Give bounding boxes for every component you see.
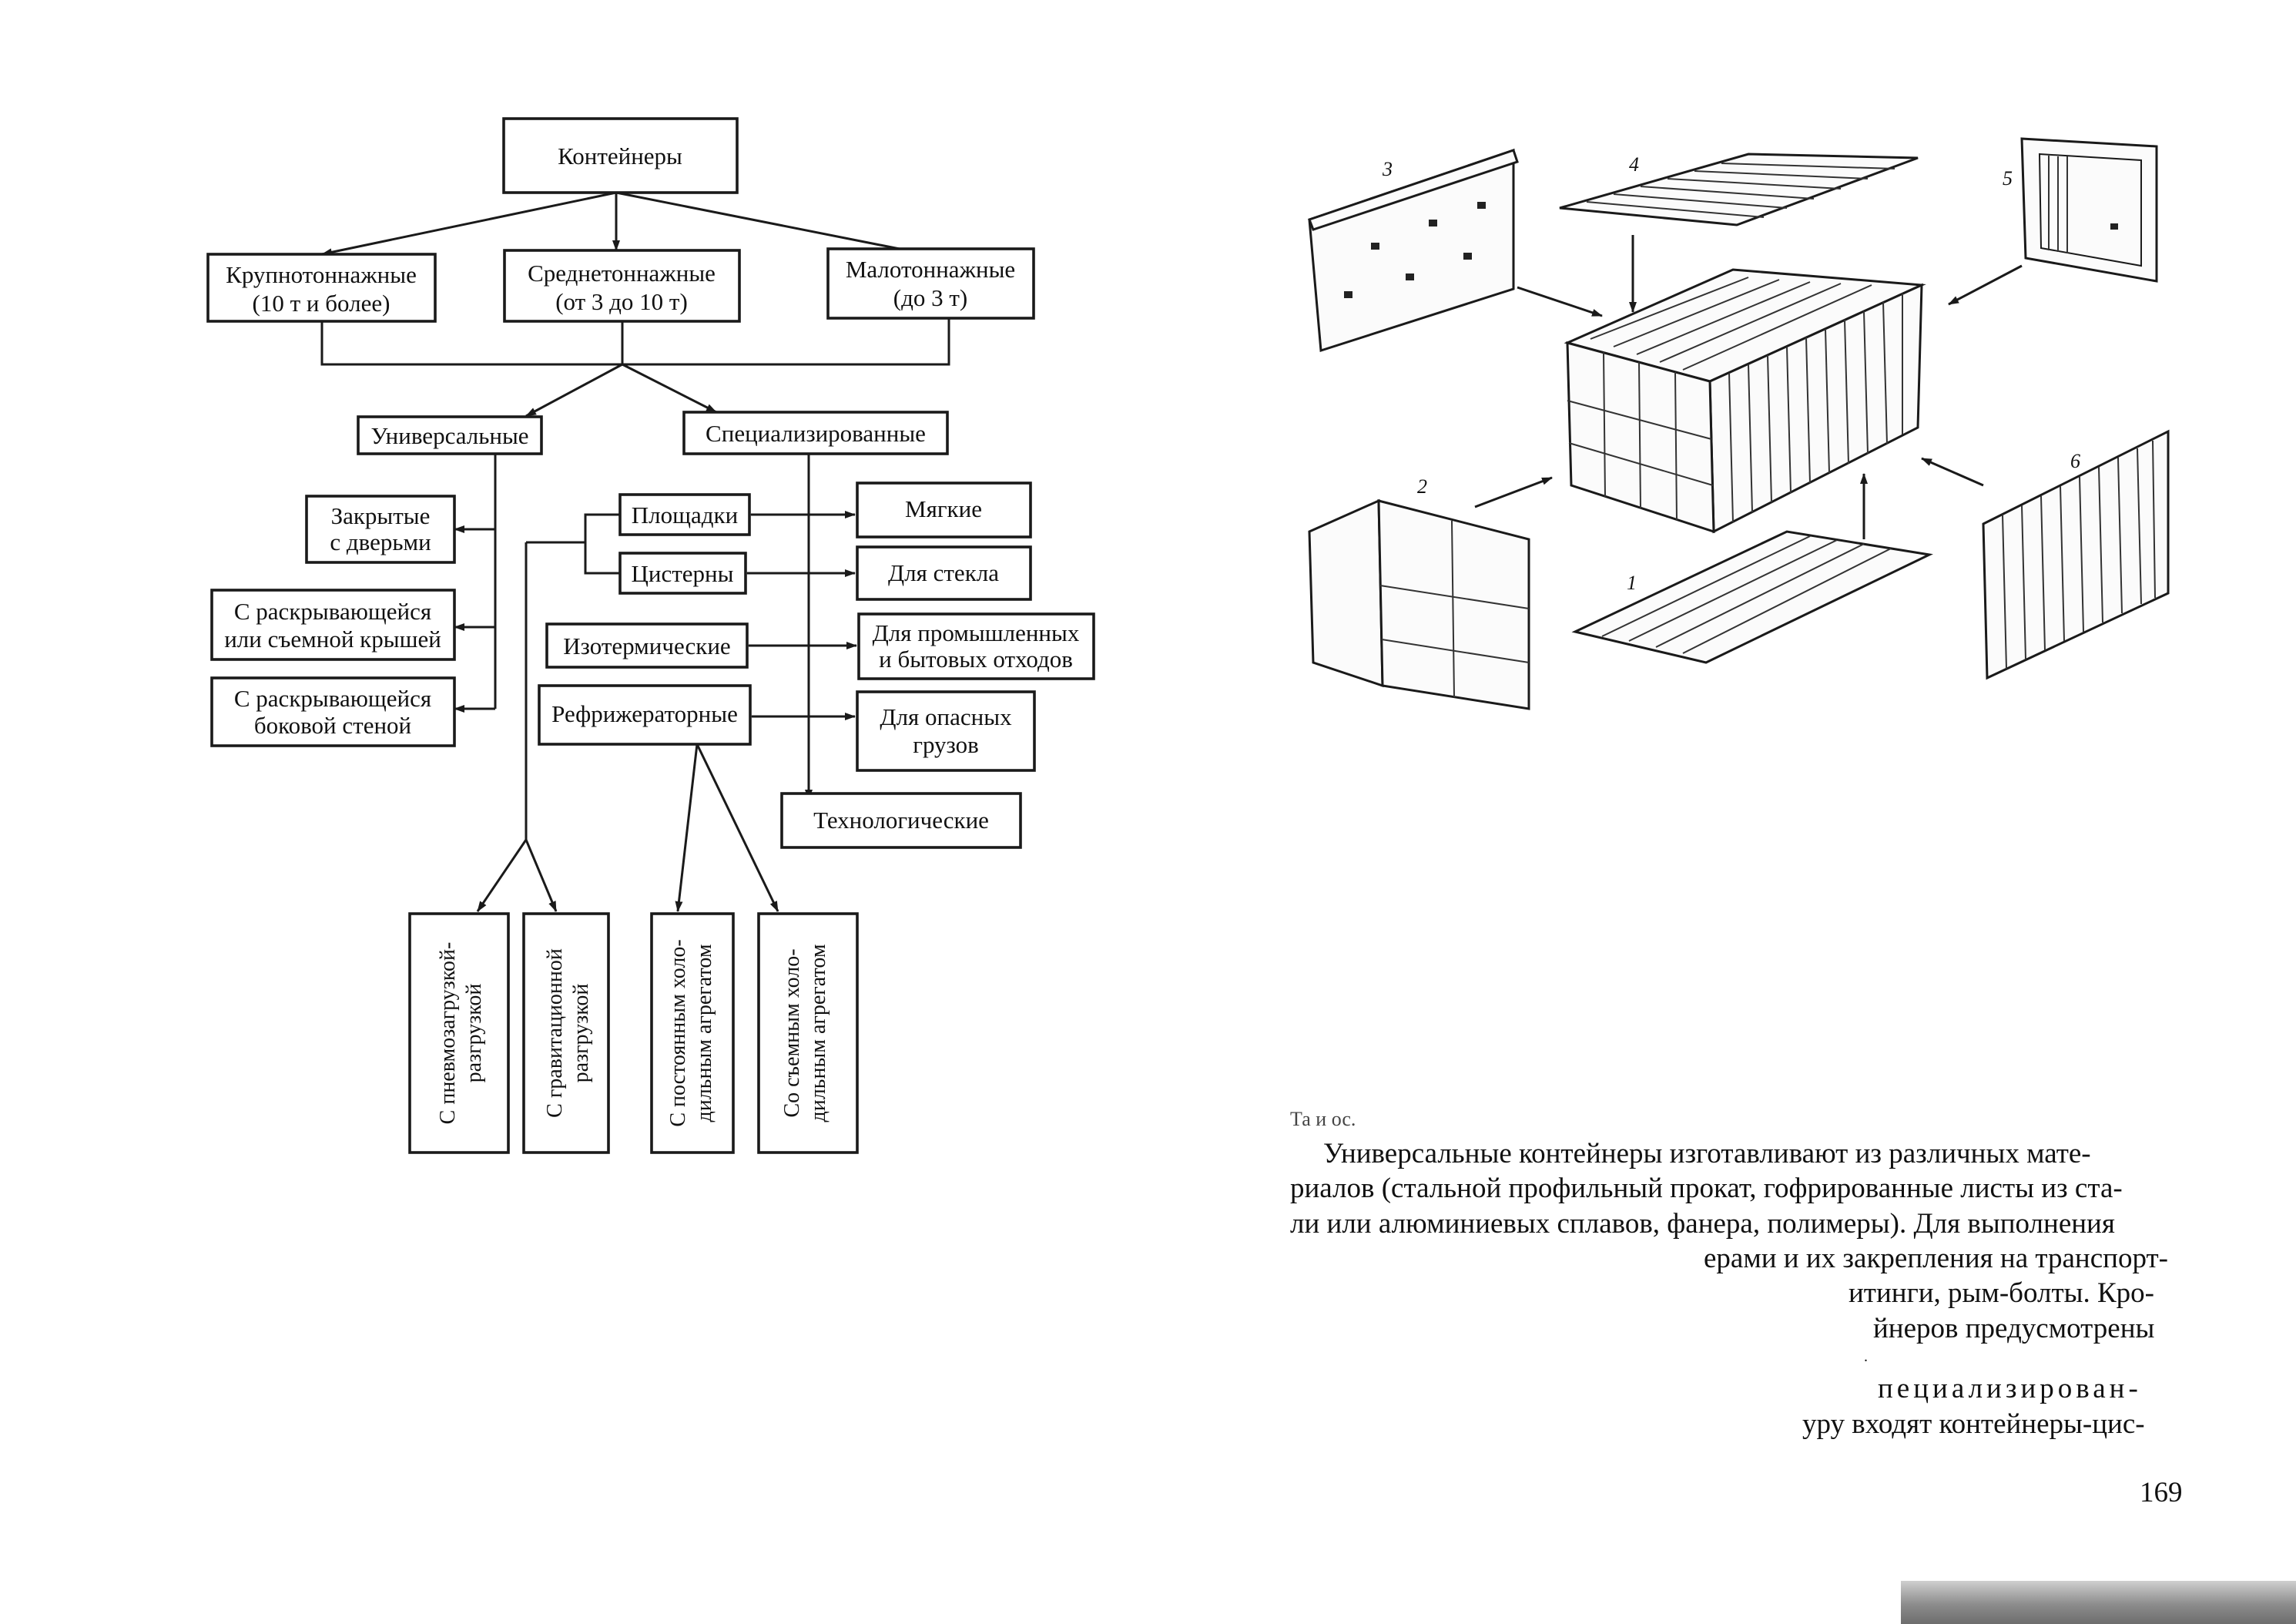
text-line-3: ли или алюминиевых сплавов, фанера, поли…: [1290, 1208, 2115, 1240]
special-refrigerator: Рефрижераторные: [538, 684, 752, 746]
vertical-fixed-line1: С постоянным холо-: [666, 939, 690, 1126]
universal-type-side-line2: боковой стеной: [254, 712, 411, 739]
floor-planks: [1601, 535, 1892, 654]
part-6-side-wall: 6: [1982, 429, 2170, 680]
container-body: [1564, 268, 1926, 534]
special-tanks-label: Цистерны: [632, 560, 734, 587]
vertical-gravity-line2: разгрузкой: [569, 984, 593, 1083]
special-waste-line1: Для промышленных: [873, 619, 1080, 646]
text-line-8: пециализирован-: [1878, 1373, 2142, 1404]
tonnage-medium-line1: Среднетоннажные: [528, 260, 716, 287]
universal-type-closed-line1: Закрытые: [331, 502, 431, 529]
universal-type-roof-line2: или съемной крышей: [224, 626, 441, 653]
part-4-roof: 4: [1559, 153, 1919, 226]
part-1-floor: 1: [1571, 530, 1933, 664]
text-line-7: .: [1864, 1348, 1868, 1365]
universal-label: Универсальные: [370, 422, 528, 449]
special-dangerous-line2: грузов: [913, 731, 979, 758]
special-soft-label: Мягкие: [905, 495, 982, 522]
special-platforms-label: Площадки: [632, 502, 738, 528]
container-exploded-illustration: 3 4 5: [1308, 137, 2170, 710]
vertical-box-fixed-unit: С постоянным холо- дильным агрегатом: [650, 912, 735, 1154]
part-1-number: 1: [1627, 572, 1637, 594]
text-line-9: уру входят контейнеры-цис-: [1802, 1408, 2145, 1440]
tonnage-box-small: Малотоннажные (до 3 т): [826, 247, 1035, 320]
specialized-label: Специализированные: [706, 420, 926, 447]
special-waste-line2: и бытовых отходов: [879, 646, 1073, 673]
container-roof-corrugation: [1590, 277, 1872, 371]
special-isothermal: Изотермические: [545, 622, 749, 669]
specialized-box: Специализированные: [682, 411, 949, 455]
part-2-door: 2: [1308, 475, 1530, 710]
part-2-number: 2: [1417, 475, 1427, 498]
special-technological: Технологические: [780, 792, 1022, 849]
universal-type-roof-line1: С раскрывающейся: [234, 598, 431, 625]
text-line-4: ерами и их закрепления на транспорт-: [1704, 1243, 2168, 1274]
special-soft: Мягкие: [856, 481, 1032, 539]
scan-edge-shadow: [1901, 1581, 2296, 1624]
special-waste: Для промышленных и бытовых отходов: [857, 612, 1095, 680]
end-frame-ribs: [2048, 156, 2068, 253]
vertical-removable-line1: Со съемным холо-: [780, 948, 804, 1117]
part-3-number: 3: [1382, 158, 1393, 180]
part-4-number: 4: [1629, 153, 1639, 176]
text-line-1: Универсальные контейнеры изготавливают и…: [1323, 1138, 2091, 1169]
universal-type-closed: Закрытые с дверьми: [305, 495, 456, 564]
tonnage-small-line1: Малотоннажные: [846, 256, 1015, 283]
special-technological-label: Технологические: [813, 807, 989, 834]
special-dangerous-line1: Для опасных: [880, 703, 1012, 730]
tonnage-medium-line2: (от 3 до 10 т): [555, 288, 688, 315]
special-glass-label: Для стекла: [888, 559, 999, 586]
part-6-number: 6: [2070, 450, 2080, 472]
tonnage-small-line2: (до 3 т): [893, 284, 967, 311]
side-wall-corrugation: [2002, 440, 2156, 669]
root-box: Контейнеры: [502, 117, 739, 194]
container-side-corrugation: [1728, 294, 1903, 523]
universal-type-side: С раскрывающейся боковой стеной: [210, 676, 456, 747]
universal-type-side-line1: С раскрывающейся: [234, 685, 431, 712]
container-door-panels: [1567, 351, 1714, 521]
container-classification-diagram: Контейнеры Крупнотоннажные (10 т и более…: [206, 117, 1095, 1154]
text-line-6: йнеров предусмотрены: [1873, 1313, 2155, 1344]
tonnage-large-line1: Крупнотоннажные: [226, 261, 417, 288]
vertical-box-removable-unit: Со съемным холо- дильным агрегатом: [757, 912, 859, 1154]
universal-box: Универсальные: [357, 415, 543, 455]
diagram-connectors: [320, 191, 950, 912]
special-glass: Для стекла: [856, 545, 1032, 601]
page-number: 169: [2140, 1477, 2183, 1508]
part-3-side-wall: 3: [1308, 148, 1519, 353]
vertical-box-gravity: С гравитационной разгрузкой: [522, 912, 610, 1154]
special-isothermal-label: Изотермические: [563, 632, 730, 659]
vertical-box-pneumatic: С пневмозагрузкой- разгрузкой: [408, 912, 510, 1154]
roof-ribs: [1586, 163, 1895, 218]
part-5-end-frame: 5: [2003, 137, 2158, 283]
part-5-number: 5: [2003, 167, 2013, 190]
vertical-pneumatic-line1: С пневмозагрузкой-: [436, 942, 460, 1125]
special-refrigerator-label: Рефрижераторные: [551, 700, 738, 727]
vertical-fixed-line2: дильным агрегатом: [692, 944, 716, 1122]
text-line-2: риалов (стальной профильный прокат, гофр…: [1290, 1173, 2123, 1204]
vertical-pneumatic-line2: разгрузкой: [462, 984, 486, 1083]
vertical-removable-line2: дильным агрегатом: [806, 944, 830, 1122]
universal-type-closed-line2: с дверьми: [330, 528, 431, 555]
special-platforms: Площадки: [618, 493, 751, 536]
assembly-arrows: [1474, 235, 2023, 539]
special-dangerous: Для опасных грузов: [856, 690, 1036, 772]
tonnage-large-line2: (10 т и более): [253, 290, 390, 317]
tonnage-box-medium: Среднетоннажные (от 3 до 10 т): [503, 249, 741, 323]
universal-type-roof: С раскрывающейся или съемной крышей: [210, 589, 456, 661]
text-fragment: Та и ос.: [1290, 1108, 1356, 1130]
vertical-gravity-line1: С гравитационной: [543, 948, 567, 1118]
special-tanks: Цистерны: [618, 552, 747, 595]
root-label: Контейнеры: [558, 143, 682, 169]
tonnage-box-large: Крупнотоннажные (10 т и более): [206, 253, 437, 323]
text-line-5: итинги, рым-болты. Кро-: [1849, 1277, 2154, 1309]
